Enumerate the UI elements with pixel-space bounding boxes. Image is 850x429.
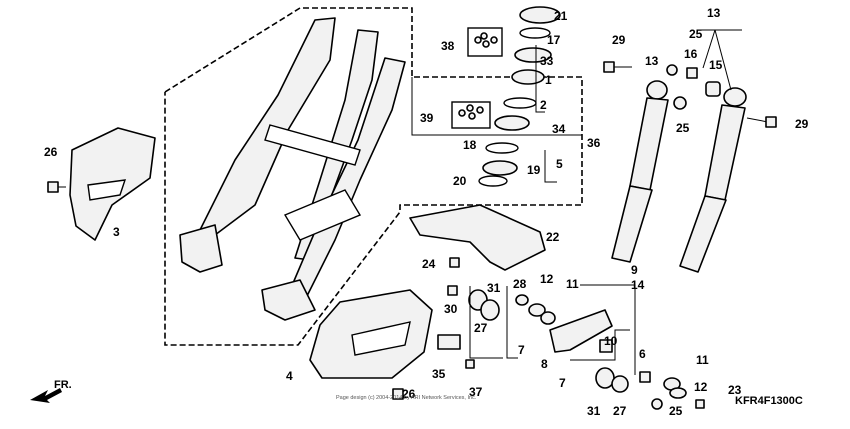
bolt-29-right[interactable] — [746, 116, 777, 128]
ball-bearing-set-39[interactable] — [451, 101, 491, 129]
callout-24[interactable]: 24 — [422, 257, 436, 271]
callout-25[interactable]: 25 — [676, 121, 690, 135]
bearing-31-27-upper[interactable] — [468, 289, 500, 321]
front-direction-icon: FR. — [30, 379, 72, 403]
callout-11[interactable]: 11 — [566, 277, 579, 291]
callout-4[interactable]: 4 — [286, 369, 293, 383]
callout-7[interactable]: 7 — [559, 376, 566, 390]
callout-35[interactable]: 35 — [432, 367, 446, 381]
callout-29[interactable]: 29 — [612, 33, 626, 47]
callout-1[interactable]: 1 — [545, 73, 552, 87]
bolt-26-left[interactable] — [47, 181, 66, 193]
callout-33[interactable]: 33 — [540, 54, 554, 68]
callout-12[interactable]: 12 — [540, 272, 554, 286]
callout-31[interactable]: 31 — [487, 281, 501, 295]
left-cover-part[interactable] — [69, 127, 156, 241]
collar-16[interactable] — [686, 67, 698, 79]
group-brackets — [469, 29, 742, 375]
callout-15[interactable]: 15 — [709, 58, 723, 72]
shock-absorber-right[interactable] — [679, 87, 747, 273]
washer-11-12-lower[interactable] — [651, 377, 705, 410]
bearing-31-27-lower[interactable] — [595, 367, 629, 393]
callout-27[interactable]: 27 — [474, 321, 488, 335]
callout-25[interactable]: 25 — [689, 27, 703, 41]
inner-fender-part[interactable] — [409, 204, 546, 271]
callout-31[interactable]: 31 — [587, 404, 601, 418]
callout-20[interactable]: 20 — [453, 174, 467, 188]
callout-38[interactable]: 38 — [441, 39, 455, 53]
nut-25-top[interactable] — [666, 64, 678, 76]
callout-29[interactable]: 29 — [795, 117, 809, 131]
steering-stem-part[interactable] — [179, 17, 406, 321]
callout-27[interactable]: 27 — [613, 404, 627, 418]
callout-2[interactable]: 2 — [540, 98, 547, 112]
bracket-8-14[interactable] — [549, 309, 613, 353]
callout-16[interactable]: 16 — [684, 47, 698, 61]
callout-22[interactable]: 22 — [546, 230, 560, 244]
callout-25[interactable]: 25 — [669, 404, 683, 418]
bolts-24-30-37[interactable] — [392, 257, 475, 400]
callout-14[interactable]: 14 — [631, 278, 645, 292]
callout-26[interactable]: 26 — [44, 145, 58, 159]
washer-12-28[interactable] — [515, 294, 556, 325]
assembly-boundary — [164, 7, 583, 346]
callout-11[interactable]: 11 — [696, 353, 709, 367]
callout-5[interactable]: 5 — [556, 157, 563, 171]
callout-30[interactable]: 30 — [444, 302, 458, 316]
callout-17[interactable]: 17 — [547, 33, 561, 47]
callout-13[interactable]: 13 — [707, 6, 721, 20]
bolt-29-top[interactable] — [603, 61, 632, 73]
callout-39[interactable]: 39 — [420, 111, 434, 125]
callout-8[interactable]: 8 — [541, 357, 548, 371]
shock-absorber-left[interactable] — [611, 80, 669, 263]
callout-7[interactable]: 7 — [518, 343, 525, 357]
callout-21[interactable]: 21 — [554, 9, 568, 23]
callout-10[interactable]: 10 — [604, 334, 618, 348]
bushing-15[interactable] — [705, 81, 721, 97]
callout-36[interactable]: 36 — [587, 136, 601, 150]
collar-6-10[interactable] — [599, 339, 651, 383]
lower-cover-part[interactable] — [309, 289, 433, 379]
callout-12[interactable]: 12 — [694, 380, 708, 394]
callout-34[interactable]: 34 — [552, 122, 566, 136]
callout-28[interactable]: 28 — [513, 277, 527, 291]
callout-23[interactable]: 23 — [728, 383, 742, 397]
callout-9[interactable]: 9 — [631, 263, 638, 277]
callout-13[interactable]: 13 — [645, 54, 659, 68]
callout-26[interactable]: 26 — [402, 387, 416, 401]
callout-18[interactable]: 18 — [463, 138, 477, 152]
diagram-code: KFR4F1300C — [735, 395, 803, 407]
ball-bearing-set-38[interactable] — [467, 27, 503, 57]
nut-25-mid[interactable] — [673, 96, 687, 110]
callout-37[interactable]: 37 — [469, 385, 483, 399]
front-direction-label: FR. — [54, 379, 72, 391]
callout-19[interactable]: 19 — [527, 163, 541, 177]
callout-6[interactable]: 6 — [639, 347, 646, 361]
callout-3[interactable]: 3 — [113, 225, 120, 239]
copyright-text: Page design (c) 2004-2014 by ARI Network… — [336, 395, 477, 401]
